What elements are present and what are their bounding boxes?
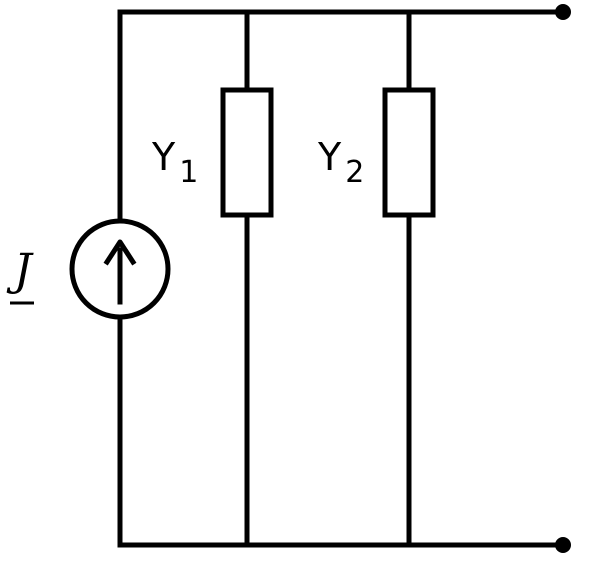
source-label-text: J [6,245,34,296]
current-source-circle [69,218,171,320]
admittance-y1-box [220,87,274,218]
admittance-y2-symbol: Y [317,135,342,179]
current-source [69,218,171,320]
admittance-y1-symbol: Y [151,135,176,179]
terminal-bottom [555,537,571,553]
source-label: J [6,245,34,305]
admittance-y2-box [382,87,436,218]
admittance-y1-subscript: 1 [179,155,198,190]
current-source-arrow-head [103,239,137,266]
admittance-y2-subscript: 2 [345,155,364,190]
terminal-top [555,4,571,20]
